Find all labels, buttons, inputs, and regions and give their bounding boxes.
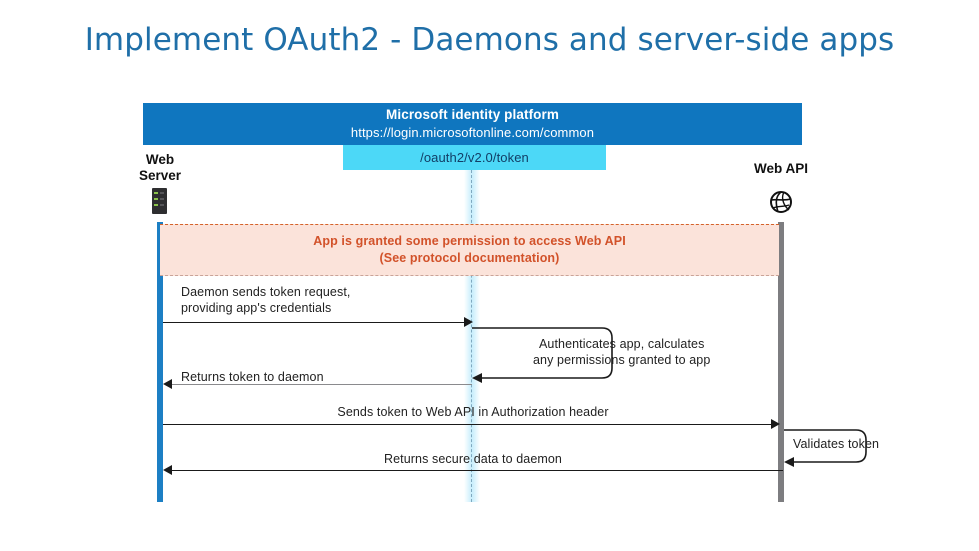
identity-platform-url: https://login.microsoftonline.com/common	[350, 125, 595, 140]
page-title: Implement OAuth2 - Daemons and server-si…	[84, 22, 895, 58]
message-label-returns-token: Returns token to daemon	[181, 369, 324, 385]
permission-note-line1: App is granted some permission to access…	[313, 234, 626, 248]
message-label-authenticates: Authenticates app, calculates any permis…	[533, 336, 710, 368]
arrowhead-returns-token	[163, 379, 172, 389]
web-server-lifeline	[157, 222, 163, 502]
token-endpoint-bar: /oauth2/v2.0/token	[343, 145, 606, 170]
message-arrow-token-request	[163, 322, 468, 323]
message-arrow-returns-data	[172, 470, 783, 471]
identity-platform-name: Microsoft identity platform	[386, 107, 559, 122]
message-label-sends-token: Sends token to Web API in Authorization …	[163, 404, 783, 420]
message-returns-data-line1: Returns secure data to daemon	[383, 452, 562, 466]
message-label-token-request: Daemon sends token request, providing ap…	[181, 284, 350, 316]
message-authenticates-line1: Authenticates app, calculates	[538, 337, 705, 351]
message-arrow-returns-token	[172, 384, 472, 385]
actor-web-server-line2: Server	[138, 168, 182, 183]
identity-platform-lifeline	[471, 170, 472, 502]
actor-web-server-line1: Web	[145, 152, 175, 167]
arrowhead-returns-data	[163, 465, 172, 475]
message-returns-token-line1: Returns token to daemon	[181, 370, 324, 384]
identity-platform-bar: Microsoft identity platform https://logi…	[143, 103, 802, 145]
globe-icon	[769, 190, 793, 214]
arrowhead-token-request	[464, 317, 473, 327]
message-selfloop-authenticates	[470, 324, 620, 389]
message-token-request-line2: providing app's credentials	[181, 301, 332, 315]
actor-label-web-api: Web API	[742, 161, 820, 177]
permission-note-line2: (See protocol documentation)	[379, 251, 560, 265]
web-api-lifeline	[778, 222, 784, 502]
message-token-request-line1: Daemon sends token request,	[181, 285, 351, 299]
message-validates-token-line1: Validates token	[793, 437, 880, 451]
arrowhead-sends-token	[771, 419, 780, 429]
message-selfloop-validates-token	[782, 426, 902, 475]
message-sends-token-line1: Sends token to Web API in Authorization …	[337, 405, 609, 419]
actor-web-api-line1: Web API	[753, 161, 808, 176]
permission-note: App is granted some permission to access…	[160, 224, 779, 276]
actor-label-web-server: Web Server	[127, 152, 193, 184]
message-label-returns-data: Returns secure data to daemon	[163, 451, 783, 467]
message-arrow-sends-token	[163, 424, 775, 425]
message-label-validates-token: Validates token	[793, 436, 879, 452]
message-authenticates-line2: any permissions granted to app	[533, 353, 711, 367]
server-rack-icon	[152, 188, 167, 214]
